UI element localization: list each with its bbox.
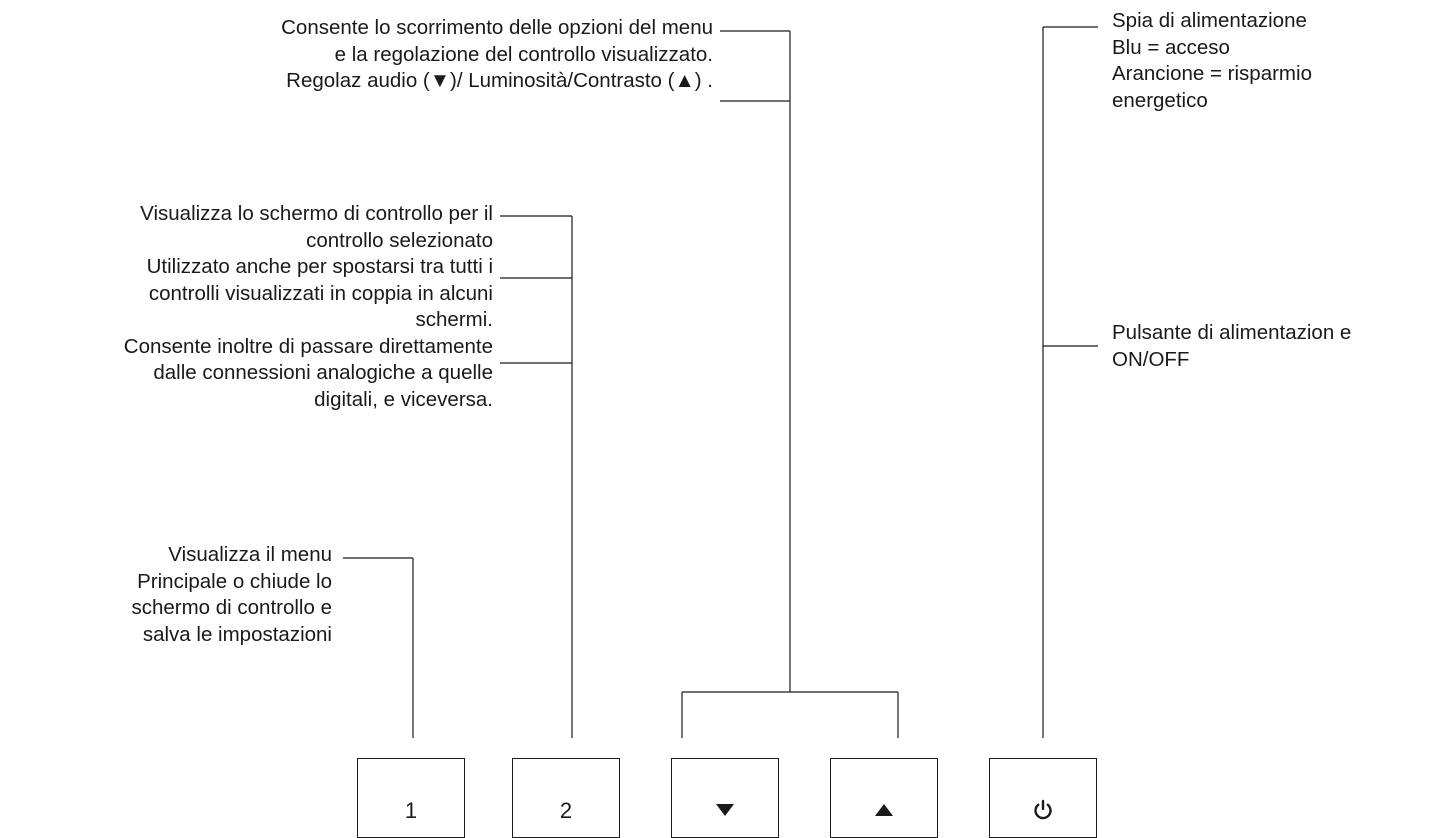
button-label: 1 xyxy=(404,798,418,823)
label-line: e la regolazione del controllo visualizz… xyxy=(334,42,713,66)
label-line: dalle connessioni analogiche a quelle xyxy=(153,361,493,384)
label-line: Consente lo scorrimento delle opzioni de… xyxy=(281,16,713,39)
label-line: Pulsante di alimentazion e xyxy=(1112,321,1352,344)
power-icon xyxy=(1034,799,1052,820)
label-control-button: Visualizza lo schermo di controllo per i… xyxy=(124,201,493,413)
down-button[interactable] xyxy=(671,758,779,838)
label-line: Regolaz audio (▼)/ Luminosità/Contrasto … xyxy=(286,69,713,92)
label-line: energetico xyxy=(1112,88,1208,112)
label-line: ON/OFF xyxy=(1112,347,1190,371)
label-line: digitali, e viceversa. xyxy=(314,387,493,411)
power-button[interactable] xyxy=(989,758,1097,838)
label-line: Consente inoltre di passare direttamente xyxy=(123,334,493,358)
triangle-up-icon xyxy=(875,804,893,816)
button-label: 2 xyxy=(559,798,573,823)
label-power-led: Spia di alimentazione Blu = acceso Aranc… xyxy=(1112,8,1312,114)
up-button[interactable] xyxy=(830,758,938,838)
label-line: controllo selezionato xyxy=(306,228,493,252)
label-scroll-buttons: Consente lo scorrimento delle opzioni de… xyxy=(281,15,713,95)
label-line: Arancione = risparmio xyxy=(1112,62,1312,85)
label-line: Visualizza il menu xyxy=(168,543,332,566)
label-line: Utilizzato anche per spostarsi tra tutti… xyxy=(146,255,493,278)
label-menu-button: Visualizza il menu Principale o chiude l… xyxy=(131,542,332,648)
label-line: schermo di controllo e xyxy=(131,596,332,619)
label-line: schermi. xyxy=(415,308,493,331)
label-power-button: Pulsante di alimentazion e ON/OFF xyxy=(1112,320,1351,373)
label-line: Blu = acceso xyxy=(1112,35,1230,59)
menu-button-1[interactable]: 1 xyxy=(357,758,465,838)
label-line: controlli visualizzati in coppia in alcu… xyxy=(148,281,493,305)
control-button-2[interactable]: 2 xyxy=(512,758,620,838)
triangle-down-icon xyxy=(716,804,734,816)
label-line: Visualizza lo schermo di controllo per i… xyxy=(140,202,493,225)
label-line: Spia di alimentazione xyxy=(1112,9,1307,32)
label-line: salva le impostazioni xyxy=(142,622,332,646)
label-line: Principale o chiude lo xyxy=(137,569,332,593)
